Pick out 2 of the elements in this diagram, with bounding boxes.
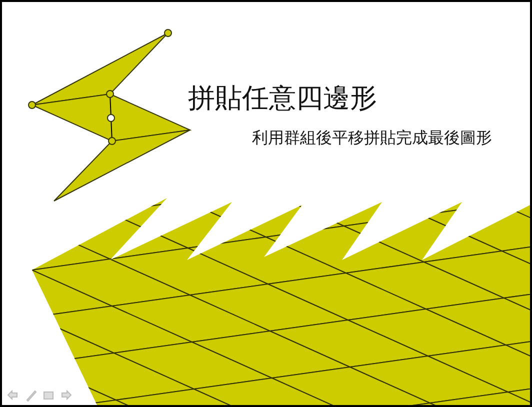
slide-title: 拼貼任意四邊形 — [188, 82, 377, 116]
subtitle: 利用群組後平移拼貼完成最後圖形 — [252, 128, 492, 149]
